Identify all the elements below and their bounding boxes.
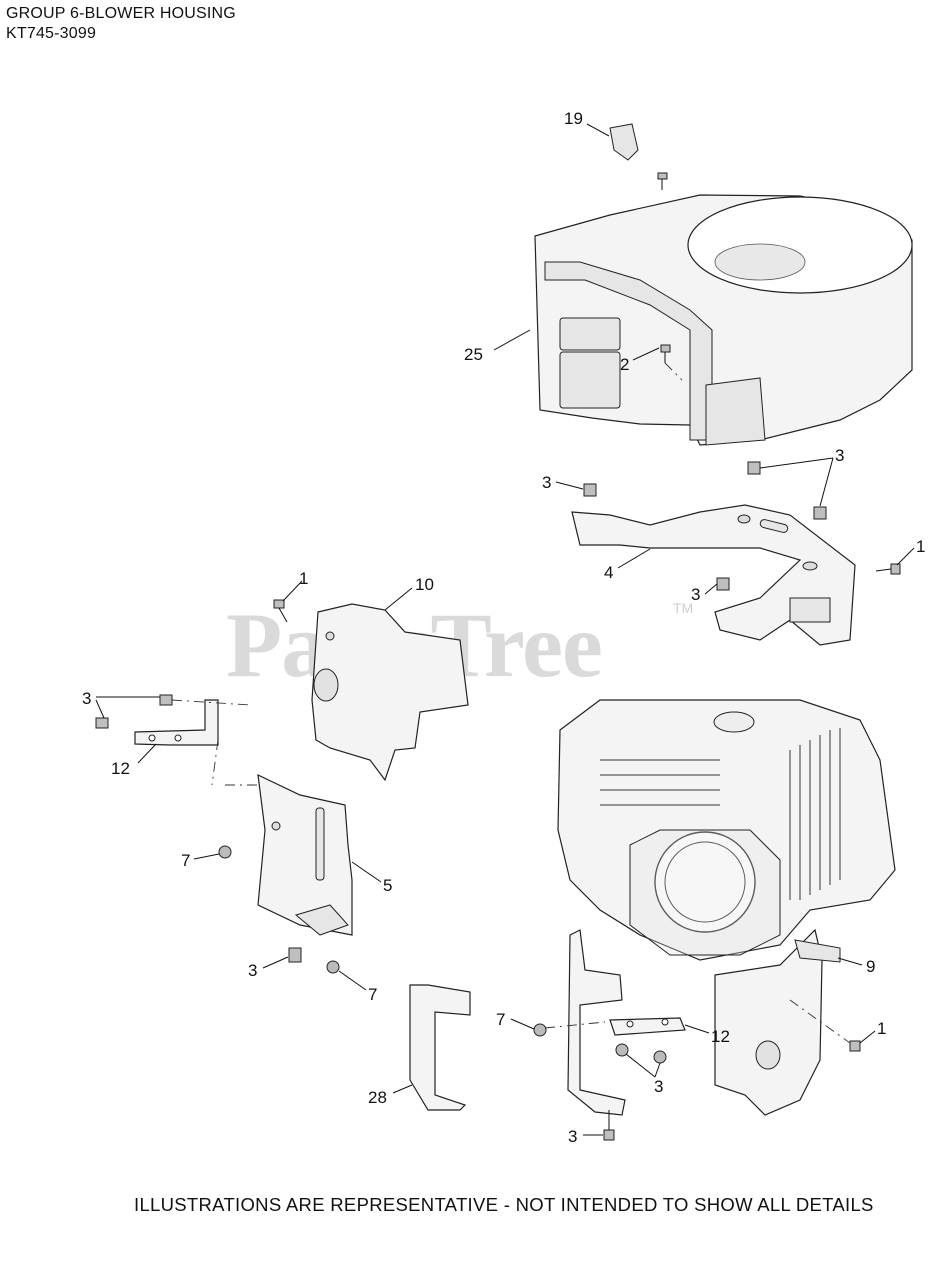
callout-3: 3 bbox=[568, 1127, 577, 1146]
part-19-clip bbox=[609, 123, 639, 161]
callout-1: 1 bbox=[299, 569, 308, 588]
callout-3: 3 bbox=[654, 1077, 663, 1096]
callout-3: 3 bbox=[835, 446, 844, 465]
callout-1: 1 bbox=[916, 537, 925, 556]
part-4-bracket bbox=[571, 504, 856, 646]
part-9-shroud-right bbox=[714, 928, 841, 1116]
callout-25: 25 bbox=[464, 345, 483, 364]
part-12-bracket-right bbox=[533, 999, 861, 1141]
callout-3: 3 bbox=[248, 961, 257, 980]
callout-4: 4 bbox=[604, 563, 613, 582]
part-2-screw bbox=[660, 344, 683, 381]
callout-labels: 19 25 2 3 3 4 1 3 1 10 3 12 7 5 3 7 28 9… bbox=[82, 109, 925, 1146]
callout-1: 1 bbox=[877, 1019, 886, 1038]
disclaimer-note: ILLUSTRATIONS ARE REPRESENTATIVE - NOT I… bbox=[134, 1194, 874, 1215]
callout-12: 12 bbox=[111, 759, 130, 778]
part-12-bracket-left bbox=[95, 694, 262, 786]
callout-3: 3 bbox=[542, 473, 551, 492]
part-screw-top bbox=[657, 172, 668, 190]
part-25-blower-housing bbox=[534, 194, 913, 446]
engine-block bbox=[557, 699, 896, 961]
part-10-shroud bbox=[311, 603, 469, 782]
model-number: KT745-3099 bbox=[6, 25, 97, 42]
callout-28: 28 bbox=[368, 1088, 387, 1107]
part-1-screw-left bbox=[273, 599, 288, 623]
callout-9: 9 bbox=[866, 957, 875, 976]
leader-lines bbox=[95, 123, 915, 1136]
part-7-nuts-left bbox=[218, 845, 340, 974]
callout-12: 12 bbox=[711, 1027, 730, 1046]
diagram-title: GROUP 6-BLOWER HOUSING bbox=[6, 5, 236, 22]
part-3-bolts-upper bbox=[583, 461, 901, 591]
shroud-lower-left bbox=[567, 929, 626, 1116]
part-28-bracket bbox=[409, 984, 471, 1111]
callout-7: 7 bbox=[368, 985, 377, 1004]
callout-7: 7 bbox=[181, 851, 190, 870]
watermark-trademark: TM bbox=[673, 600, 694, 616]
callout-3: 3 bbox=[691, 585, 700, 604]
callout-10: 10 bbox=[415, 575, 434, 594]
callout-5: 5 bbox=[383, 876, 392, 895]
callout-19: 19 bbox=[564, 109, 583, 128]
part-5-shroud-plate bbox=[257, 773, 353, 936]
callout-2: 2 bbox=[620, 355, 629, 374]
callout-3: 3 bbox=[82, 689, 91, 708]
callout-7: 7 bbox=[496, 1010, 505, 1029]
